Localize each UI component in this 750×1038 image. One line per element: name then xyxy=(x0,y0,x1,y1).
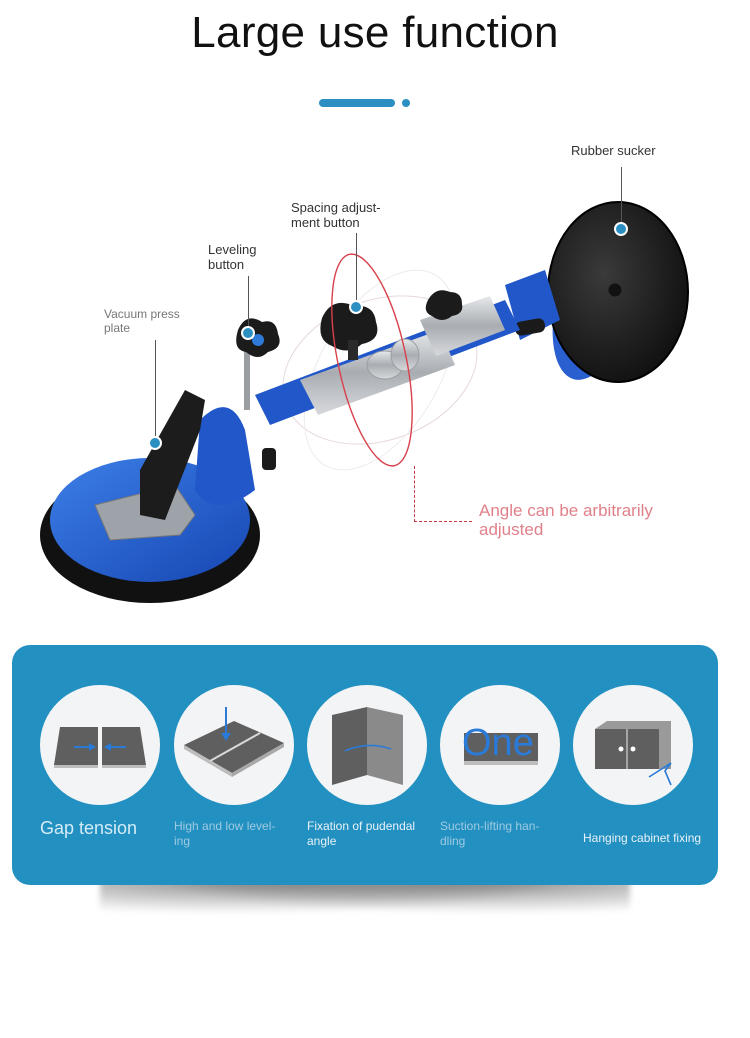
feature-gap-tension: Gap tension xyxy=(40,685,180,839)
feature-corner-angle: Fixation of pudendal angle xyxy=(307,685,447,849)
gap-tension-icon xyxy=(54,727,146,768)
feature-label: Gap tension xyxy=(40,817,180,839)
callout-angle-line1: Angle can be arbitrarily xyxy=(479,501,653,520)
callout-leveling: Leveling button xyxy=(208,242,256,272)
leader-leveling xyxy=(248,276,249,330)
marker-rubber-sucker xyxy=(614,222,628,236)
leveling-icon xyxy=(184,707,284,777)
callout-vacuum-line2: plate xyxy=(104,321,131,335)
feature-cabinet: Hanging cabinet fixing xyxy=(573,685,713,846)
callout-vacuum-line1: Vacuum press xyxy=(104,307,180,321)
callout-spacing-adjustment: Spacing adjust- ment button xyxy=(291,200,381,230)
marker-vacuum xyxy=(148,436,162,450)
feature-circle xyxy=(307,685,427,805)
feature-label-line2: angle xyxy=(307,834,337,848)
callout-rubber-sucker: Rubber sucker xyxy=(571,143,656,158)
callout-spacing-line1: Spacing adjust- xyxy=(291,200,381,215)
page-title: Large use function xyxy=(191,8,559,57)
corner-angle-icon xyxy=(332,707,403,785)
callout-spacing-line2: ment button xyxy=(291,215,360,230)
panel-shadow xyxy=(100,880,630,920)
underline-bar xyxy=(319,99,395,107)
one-text: One xyxy=(462,722,534,764)
callout-leveling-line1: Leveling xyxy=(208,242,257,257)
feature-label: Suction-lifting han- dling xyxy=(440,819,580,849)
feature-label-line1: High and low level- xyxy=(174,819,276,833)
feature-leveling: High and low level- ing xyxy=(174,685,314,849)
features-panel: Gap tension High and low level- ing xyxy=(12,645,718,885)
feature-label: Hanging cabinet fixing xyxy=(583,831,713,846)
marker-spacing xyxy=(349,300,363,314)
leader-rubber-sucker xyxy=(621,167,622,227)
leader-spacing xyxy=(356,233,357,305)
feature-circle: One xyxy=(440,685,560,805)
feature-label-line1: Suction-lifting han- xyxy=(440,819,540,833)
callout-vacuum-press-plate: Vacuum press plate xyxy=(104,307,180,335)
feature-label-line1: Hanging cabinet fixing xyxy=(583,831,702,845)
feature-label-line2: ing xyxy=(174,834,191,848)
underline-dot xyxy=(402,99,410,107)
leader-vacuum xyxy=(155,340,156,436)
feature-circle xyxy=(174,685,294,805)
product-illustration xyxy=(0,120,750,630)
marker-leveling xyxy=(241,326,255,340)
feature-label: Fixation of pudendal angle xyxy=(307,819,447,849)
leader-angle-vertical xyxy=(414,466,415,522)
spacing-knob xyxy=(320,302,378,360)
feature-circle xyxy=(573,685,693,805)
callout-angle-adjust: Angle can be arbitrarily adjusted xyxy=(479,501,653,539)
feature-label-line2: dling xyxy=(440,834,466,848)
suction-tool-drawing xyxy=(40,201,689,603)
feature-suction-lifting: One Suction-lifting han- dling xyxy=(440,685,580,849)
feature-label-line1: Fixation of pudendal xyxy=(307,819,416,833)
leader-angle-horizontal xyxy=(414,521,472,522)
callout-leveling-line2: button xyxy=(208,257,245,272)
feature-label: High and low level- ing xyxy=(174,819,314,849)
cabinet-icon xyxy=(595,721,672,786)
callout-angle-line2: adjusted xyxy=(479,520,544,539)
suction-lifting-icon: One xyxy=(462,722,538,765)
feature-circle xyxy=(40,685,160,805)
feature-label-line1: Gap tension xyxy=(40,818,138,838)
